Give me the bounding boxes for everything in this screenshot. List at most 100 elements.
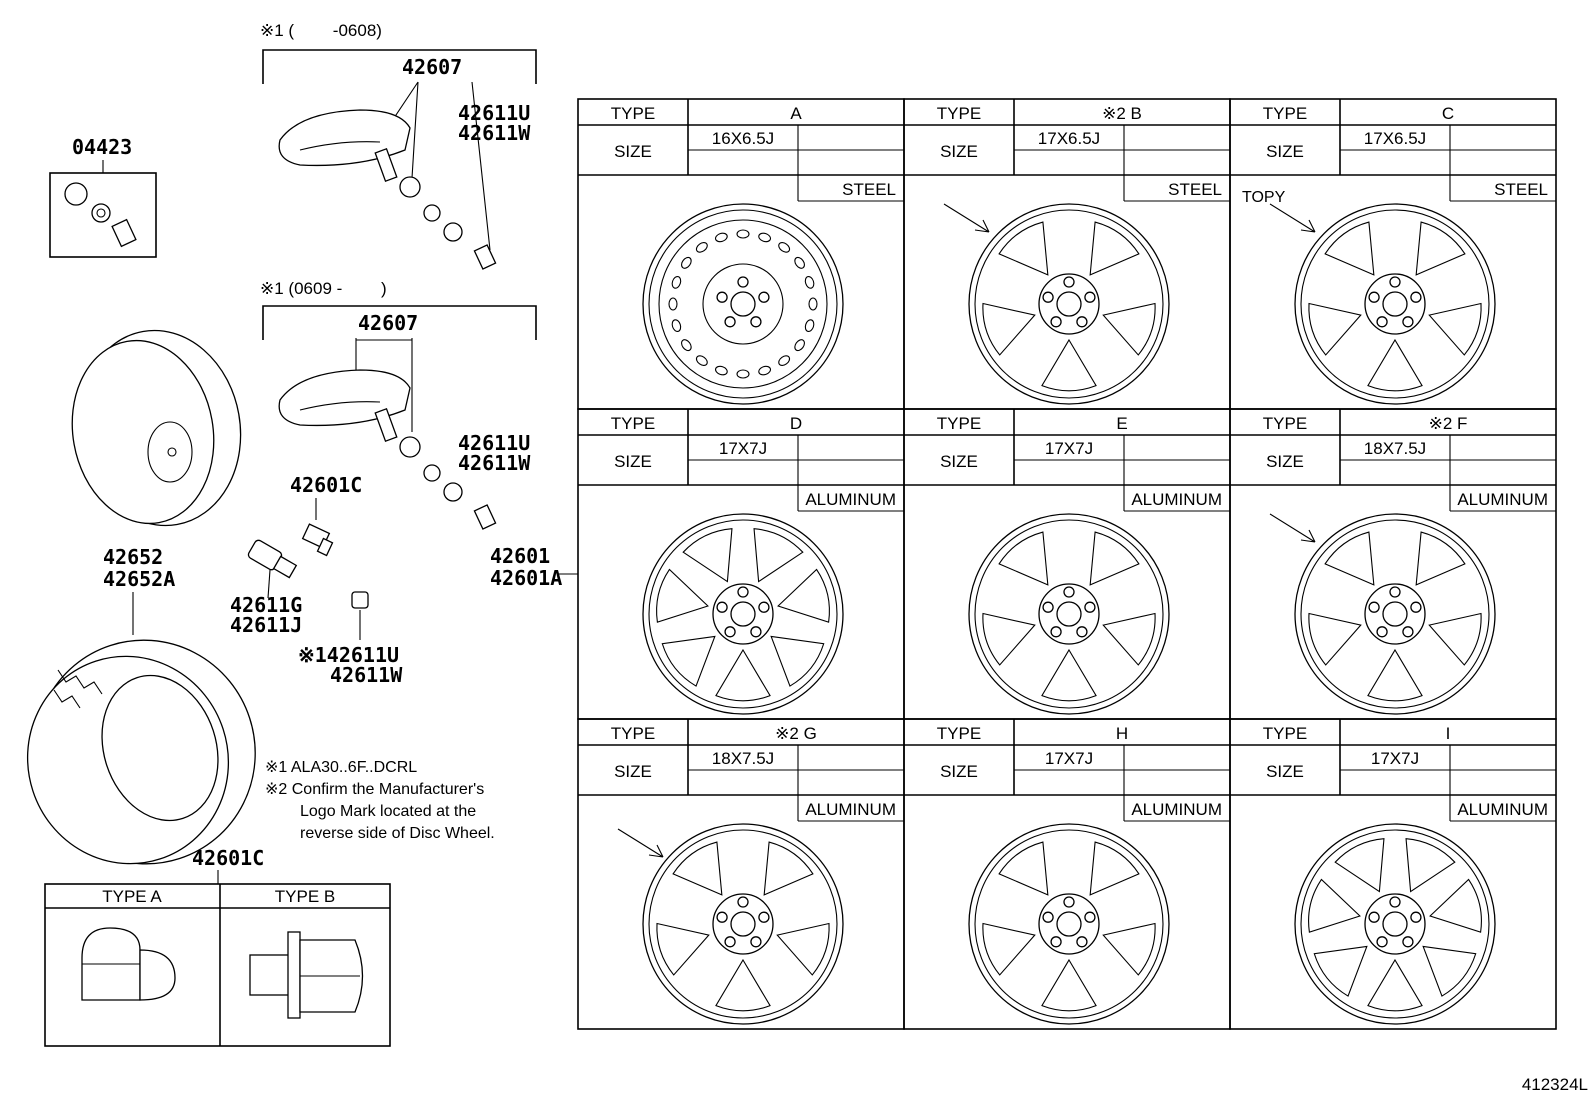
nut-type-a-label: TYPE A [102,887,162,906]
wheel-type-value: H [1116,724,1128,743]
wheel-size-value: 17X7J [1045,749,1093,768]
part-04423: 04423 [72,135,132,159]
type-label: TYPE [1263,414,1307,433]
arrow-icon [943,203,990,233]
size-label: SIZE [614,142,652,161]
wheel-cell-8: TYPE SIZE I 17X7J ALUMINUM [1229,718,1557,1030]
wheel-material: ALUMINUM [805,490,896,509]
spare-tire [71,329,242,527]
kit-04423-parts [64,182,137,248]
valve-cap-42611U [351,591,369,609]
size-label: SIZE [1266,142,1304,161]
wheel-cell-4: TYPE SIZE E 17X7J ALUMINUM [903,408,1231,720]
wheel-size-value: 17X7J [1371,749,1419,768]
wheel-type-value: D [790,414,802,433]
part-42611W-upper: 42611W [458,121,531,145]
note-range-lower: ※1 (0609 - ) [260,279,387,298]
type-label: TYPE [1263,724,1307,743]
part-42601A: 42601A [490,566,562,590]
size-label: SIZE [614,762,652,781]
wheel-type-value: I [1446,724,1451,743]
part-42601: 42601 [490,544,550,568]
figure-id: 412324L [1522,1075,1588,1094]
valve-42611G [247,539,298,579]
wheel-material: STEEL [1494,180,1548,199]
wheel-cell-3: TYPE SIZE D 17X7J ALUMINUM [577,408,905,720]
note-3: Logo Mark located at the [300,803,476,820]
size-label: SIZE [1266,452,1304,471]
wheel-drawing [642,203,844,405]
arrow-icon [1269,203,1316,233]
wheel-type-value: ※2 G [775,724,817,743]
wheel-type-value: ※2 F [1429,414,1468,433]
part-42611U-lower: 42611U [458,431,530,455]
type-label: TYPE [937,414,981,433]
tpms-sensor-upper [278,109,497,270]
tire-42652 [26,639,256,865]
wheel-material: ALUMINUM [1131,800,1222,819]
wheel-material: ALUMINUM [805,800,896,819]
wheel-drawing [968,823,1170,1025]
nut-type-b [249,931,364,1019]
part-42611U-upper: 42611U [458,101,530,125]
wheel-drawing [642,823,844,1025]
tpms-sensor-lower [278,369,497,530]
note-1: ※1 ALA30..6F..DCRL [265,759,417,776]
wheel-size-value: 17X7J [719,439,767,458]
wheel-type-value: E [1116,414,1127,433]
size-label: SIZE [940,142,978,161]
wheel-type-value: C [1442,104,1454,123]
wheel-material: ALUMINUM [1457,490,1548,509]
wheel-material: ALUMINUM [1131,490,1222,509]
part-42611G: 42611G [230,593,302,617]
part-42611U-cap: ※142611U [298,643,399,667]
wheel-size-value: 17X6.5J [1364,129,1426,148]
part-42652A: 42652A [103,567,175,591]
size-label: SIZE [1266,762,1304,781]
part-42611W-lower: 42611W [458,451,531,475]
type-label: TYPE [611,414,655,433]
wheel-size-value: 18X7.5J [1364,439,1426,458]
wheel-type-value: A [790,104,802,123]
type-label: TYPE [937,724,981,743]
leader-42611G [267,569,271,599]
nut-type-table [44,883,391,1047]
wheel-cell-0: TYPE SIZE A 16X6.5J STEEL [577,98,905,410]
wheel-size-value: 18X7.5J [712,749,774,768]
note-2: ※2 Confirm the Manufacturer's [265,781,484,798]
arrow-icon [617,828,664,858]
wheel-drawing [642,513,844,715]
wheel-material: STEEL [842,180,896,199]
type-label: TYPE [1263,104,1307,123]
wheel-size-value: 16X6.5J [712,129,774,148]
manufacturer-logo: TOPY [1242,189,1286,206]
nut-type-a [81,927,176,1001]
bracket-lower [262,305,537,340]
arrow-icon [1269,513,1316,543]
part-42607-upper: 42607 [402,55,462,79]
part-42601C-nut: 42601C [192,846,264,870]
part-42611W-cap: 42611W [330,663,403,687]
note-4: reverse side of Disc Wheel. [300,825,495,842]
wheel-drawing [968,513,1170,715]
wheel-material: ALUMINUM [1457,800,1548,819]
bracket-upper [262,49,537,84]
wheel-size-value: 17X7J [1045,439,1093,458]
wheel-drawing [1294,823,1496,1025]
nut-type-b-label: TYPE B [275,887,335,906]
size-label: SIZE [940,452,978,471]
wheel-drawing [1294,203,1496,405]
wheel-material: STEEL [1168,180,1222,199]
part-42652: 42652 [103,545,163,569]
wheel-cell-7: TYPE SIZE H 17X7J ALUMINUM [903,718,1231,1030]
type-label: TYPE [611,104,655,123]
size-label: SIZE [614,452,652,471]
size-label: SIZE [940,762,978,781]
valve-42601C [301,523,334,557]
kit-04423-box [49,172,157,258]
wheel-drawing [1294,513,1496,715]
wheel-drawing [968,203,1170,405]
